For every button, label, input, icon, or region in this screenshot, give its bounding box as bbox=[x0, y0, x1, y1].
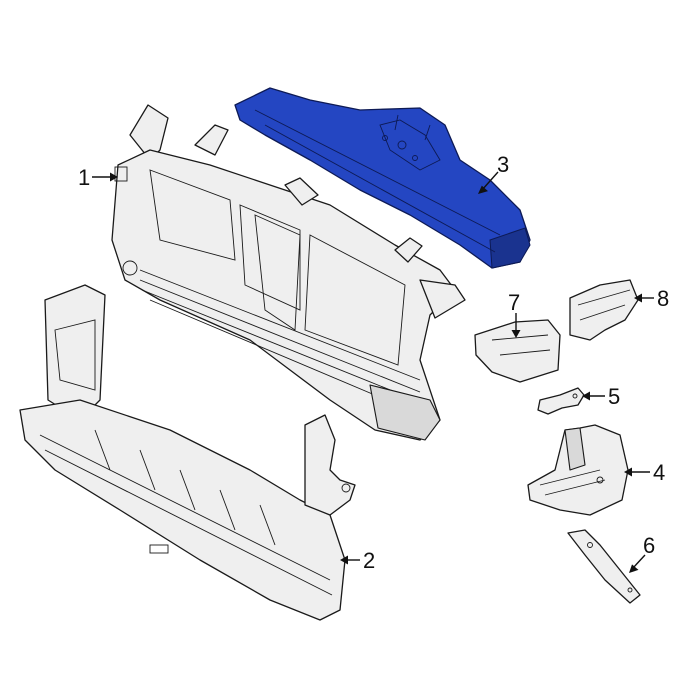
callout-6-label: 6 bbox=[643, 533, 655, 558]
callout-6: 6 bbox=[629, 533, 655, 573]
callout-2-label: 2 bbox=[363, 548, 375, 573]
callout-5-label: 5 bbox=[608, 384, 620, 409]
callout-4: 4 bbox=[624, 460, 665, 485]
part-3-upper-tie-bar[interactable] bbox=[234, 87, 531, 269]
callout-1: 1 bbox=[78, 165, 118, 190]
part-1-radiator-support[interactable] bbox=[111, 104, 466, 441]
callout-5: 5 bbox=[582, 384, 620, 409]
callout-7: 7 bbox=[508, 290, 521, 338]
callout-8: 8 bbox=[634, 286, 669, 311]
callout-1-label: 1 bbox=[78, 165, 90, 190]
callout-4-label: 4 bbox=[653, 460, 665, 485]
callout-7-label: 7 bbox=[508, 290, 520, 315]
callout-8-label: 8 bbox=[657, 286, 669, 311]
callout-3-label: 3 bbox=[497, 152, 509, 177]
part-4-bracket[interactable] bbox=[527, 424, 629, 516]
part-7-air-guide[interactable] bbox=[474, 319, 561, 383]
callout-3: 3 bbox=[478, 152, 509, 194]
part-8-deflector[interactable] bbox=[569, 279, 639, 341]
part-5-clip-bracket[interactable] bbox=[537, 387, 585, 415]
part-6-strap[interactable] bbox=[567, 529, 641, 604]
part-2-lower-support[interactable] bbox=[19, 284, 356, 621]
callout-2: 2 bbox=[340, 548, 375, 573]
